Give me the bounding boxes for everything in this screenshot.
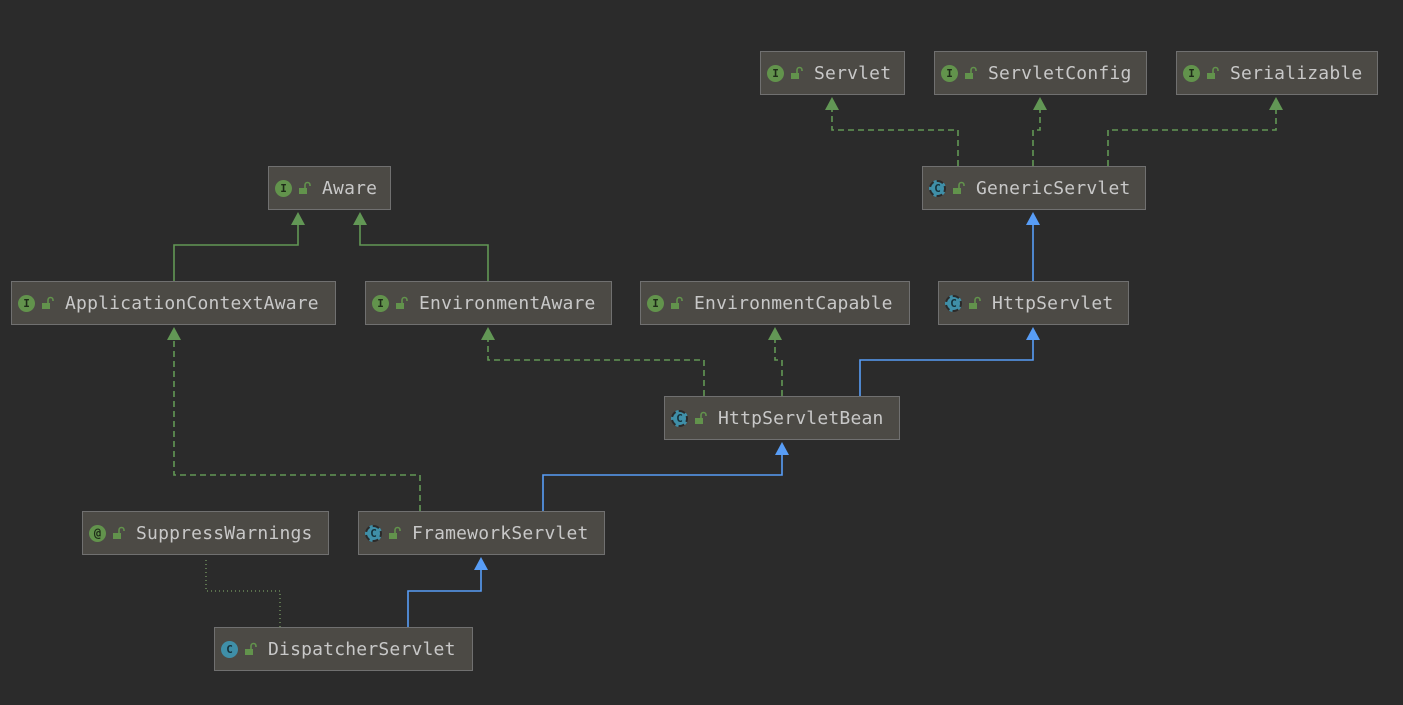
- interface-icon: I: [372, 294, 389, 312]
- node-servlet[interactable]: I Servlet: [760, 51, 905, 95]
- edge-http_servlet_bean-to-environment_capable: [768, 327, 783, 396]
- arrowhead: [474, 557, 488, 570]
- node-label: GenericServlet: [976, 177, 1131, 199]
- node-label: DispatcherServlet: [268, 638, 456, 660]
- class-icon: C: [221, 640, 238, 658]
- unlocked-icon: [965, 66, 977, 79]
- arrowhead: [291, 212, 305, 225]
- unlocked-icon: [299, 181, 311, 194]
- node-label: Servlet: [814, 62, 892, 84]
- node-http-servlet-bean[interactable]: C HttpServletBean: [664, 396, 900, 440]
- node-label: ApplicationContextAware: [65, 292, 319, 314]
- edge-http_servlet-to-generic_servlet: [1026, 212, 1040, 281]
- node-environment-aware[interactable]: I EnvironmentAware: [365, 281, 612, 325]
- edge-generic_servlet-to-serializable: [1107, 97, 1283, 166]
- node-generic-servlet[interactable]: C GenericServlet: [922, 166, 1146, 210]
- unlocked-icon: [113, 526, 125, 539]
- node-label: Aware: [322, 177, 378, 199]
- node-servlet-config[interactable]: I ServletConfig: [934, 51, 1147, 95]
- edge-environment_aware-to-aware: [353, 212, 489, 281]
- edge-http_servlet_bean-to-environment_aware: [481, 327, 705, 396]
- abstract-class-icon: C: [945, 294, 962, 312]
- edge-application_context_aware-to-aware: [173, 212, 305, 281]
- edge-framework_servlet-to-application_context_aware: [167, 327, 421, 511]
- arrowhead: [825, 97, 839, 110]
- unlocked-icon: [969, 296, 981, 309]
- arrowhead: [775, 442, 789, 455]
- interface-icon: I: [275, 179, 292, 197]
- node-label: EnvironmentCapable: [694, 292, 893, 314]
- annotation-icon: @: [89, 524, 106, 542]
- abstract-class-icon: C: [929, 179, 946, 197]
- node-label: HttpServletBean: [718, 407, 884, 429]
- arrowhead: [481, 327, 495, 340]
- unlocked-icon: [953, 181, 965, 194]
- node-suppress-warnings[interactable]: @ SuppressWarnings: [82, 511, 329, 555]
- node-application-context-aware[interactable]: I ApplicationContextAware: [11, 281, 336, 325]
- node-framework-servlet[interactable]: C FrameworkServlet: [358, 511, 605, 555]
- edge-framework_servlet-to-http_servlet_bean: [542, 442, 789, 511]
- node-aware[interactable]: I Aware: [268, 166, 391, 210]
- arrowhead: [167, 327, 181, 340]
- node-label: FrameworkServlet: [412, 522, 589, 544]
- arrowhead: [353, 212, 367, 225]
- arrowhead: [1026, 212, 1040, 225]
- interface-icon: I: [647, 294, 664, 312]
- node-label: Serializable: [1230, 62, 1363, 84]
- node-label: ServletConfig: [988, 62, 1132, 84]
- node-label: EnvironmentAware: [419, 292, 596, 314]
- abstract-class-icon: C: [365, 524, 382, 542]
- interface-icon: I: [18, 294, 35, 312]
- arrowhead: [1033, 97, 1047, 110]
- arrowhead: [1269, 97, 1283, 110]
- interface-icon: I: [1183, 64, 1200, 82]
- interface-icon: I: [767, 64, 784, 82]
- edge-dispatcher_servlet-to-suppress_warnings: [205, 557, 281, 627]
- unlocked-icon: [671, 296, 683, 309]
- unlocked-icon: [42, 296, 54, 309]
- node-label: SuppressWarnings: [136, 522, 313, 544]
- node-serializable[interactable]: I Serializable: [1176, 51, 1378, 95]
- interface-icon: I: [941, 64, 958, 82]
- node-environment-capable[interactable]: I EnvironmentCapable: [640, 281, 910, 325]
- node-dispatcher-servlet[interactable]: C DispatcherServlet: [214, 627, 473, 671]
- unlocked-icon: [1207, 66, 1219, 79]
- edge-generic_servlet-to-servlet_config: [1032, 97, 1047, 166]
- unlocked-icon: [791, 66, 803, 79]
- unlocked-icon: [396, 296, 408, 309]
- unlocked-icon: [245, 642, 257, 655]
- edge-generic_servlet-to-servlet: [825, 97, 959, 166]
- edge-http_servlet_bean-to-http_servlet: [859, 327, 1040, 396]
- arrowhead: [768, 327, 782, 340]
- edge-dispatcher_servlet-to-framework_servlet: [407, 557, 488, 627]
- node-http-servlet[interactable]: C HttpServlet: [938, 281, 1129, 325]
- arrowhead: [1026, 327, 1040, 340]
- unlocked-icon: [695, 411, 707, 424]
- unlocked-icon: [389, 526, 401, 539]
- abstract-class-icon: C: [671, 409, 688, 427]
- node-label: HttpServlet: [992, 292, 1114, 314]
